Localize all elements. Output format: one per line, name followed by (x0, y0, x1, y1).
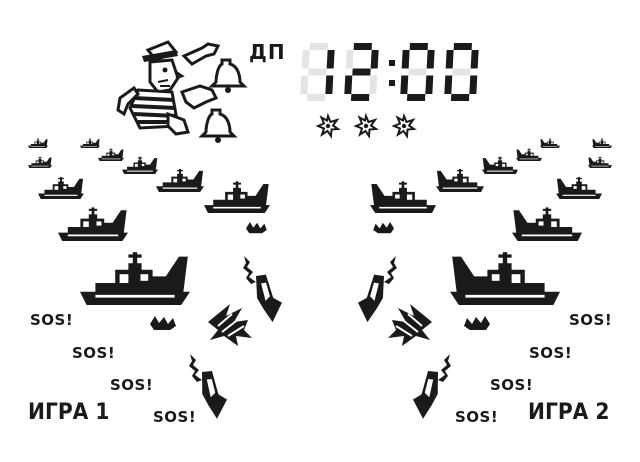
torpedo-icon (254, 272, 285, 324)
flame-icon (384, 256, 397, 284)
ship-icon (79, 138, 101, 149)
clock-segment (426, 50, 435, 69)
clock-segment (326, 50, 335, 69)
clock-segment (406, 94, 426, 101)
clock-colon (389, 60, 395, 86)
splash-icon (464, 316, 490, 330)
left-torpedo-path (150, 222, 285, 420)
torpedo-icon (200, 369, 229, 420)
left-fleet (27, 138, 271, 307)
right-torpedo-path (355, 222, 490, 420)
wreck-icon (207, 303, 253, 347)
life-star-icon (317, 115, 339, 137)
ship-icon (121, 156, 159, 175)
ship-icon (369, 180, 437, 214)
clock-segment (345, 50, 354, 69)
clock-segment (306, 94, 326, 101)
clock-segment (309, 43, 328, 50)
ship-icon (435, 168, 485, 193)
clock-segment (325, 75, 334, 94)
sos-right-4: SOS! (455, 408, 499, 426)
sos-right-3: SOS! (490, 376, 534, 394)
lives-indicator (317, 115, 415, 137)
game-1-indicator[interactable]: ИГРА 1 (28, 400, 110, 425)
hammer-lower-icon (180, 84, 219, 110)
flame-icon (438, 354, 451, 382)
clock-segment (401, 50, 410, 69)
sailor-character (116, 40, 190, 136)
clock-segment (369, 75, 378, 94)
hammer-upper-icon (181, 42, 221, 66)
clock-segment (300, 75, 309, 94)
clock-segment (344, 75, 353, 94)
ampm-indicator: ДП (249, 40, 286, 64)
ship-icon (203, 180, 271, 214)
flame-icon (189, 354, 202, 382)
bell-upper-icon (208, 58, 248, 93)
clock-digit (344, 43, 379, 101)
clock-segment (450, 94, 470, 101)
clock-segment (301, 50, 310, 69)
clock-segment (409, 43, 428, 50)
clock-digit (400, 43, 435, 101)
clock-segment (370, 50, 379, 69)
clock-segment (353, 43, 372, 50)
game-2-indicator[interactable]: ИГРА 2 (528, 400, 610, 425)
ship-icon (37, 176, 85, 200)
clock-segment (445, 50, 454, 69)
ship-icon (97, 148, 125, 162)
ship-icon (539, 138, 561, 149)
flame-icon (243, 256, 256, 284)
clock-segment (352, 68, 371, 76)
sos-left-4: SOS! (153, 408, 197, 426)
splash-icon (373, 222, 394, 234)
sos-right-2: SOS! (529, 344, 573, 362)
ship-icon (57, 206, 129, 242)
clock-segment (425, 75, 434, 94)
ship-icon (481, 156, 519, 175)
clock-segment (469, 75, 478, 94)
bell-lower-icon (198, 108, 238, 143)
clock-display (300, 43, 479, 101)
clock-digit (444, 43, 479, 101)
clock-segment (452, 68, 471, 76)
splash-icon (150, 316, 176, 330)
clock-segment (400, 75, 409, 94)
ship-icon (78, 250, 192, 307)
splash-icon (246, 222, 267, 234)
ship-icon (155, 168, 205, 193)
clock-segment (308, 68, 327, 76)
ship-icon (591, 138, 613, 149)
sos-left-1: SOS! (30, 311, 74, 329)
ship-icon (27, 156, 53, 169)
ship-icon (27, 138, 49, 149)
life-star-icon (393, 115, 415, 137)
clock-segment (408, 68, 427, 76)
sos-right-1: SOS! (569, 311, 613, 329)
clock-segment (453, 43, 472, 50)
right-fleet (369, 138, 613, 307)
ship-icon (448, 250, 562, 307)
ship-icon (511, 206, 583, 242)
ship-icon (587, 156, 613, 169)
clock-segment (350, 94, 370, 101)
sos-left-2: SOS! (72, 344, 116, 362)
clock-digits (300, 43, 479, 101)
clock-segment (444, 75, 453, 94)
torpedo-icon (411, 369, 440, 420)
torpedo-icon (355, 272, 386, 324)
wreck-icon (387, 303, 433, 347)
ship-icon (555, 176, 603, 200)
life-star-icon (355, 115, 377, 137)
sos-left-3: SOS! (110, 376, 154, 394)
ship-icon (515, 148, 543, 162)
clock-digit (300, 43, 335, 101)
clock-segment (470, 50, 479, 69)
